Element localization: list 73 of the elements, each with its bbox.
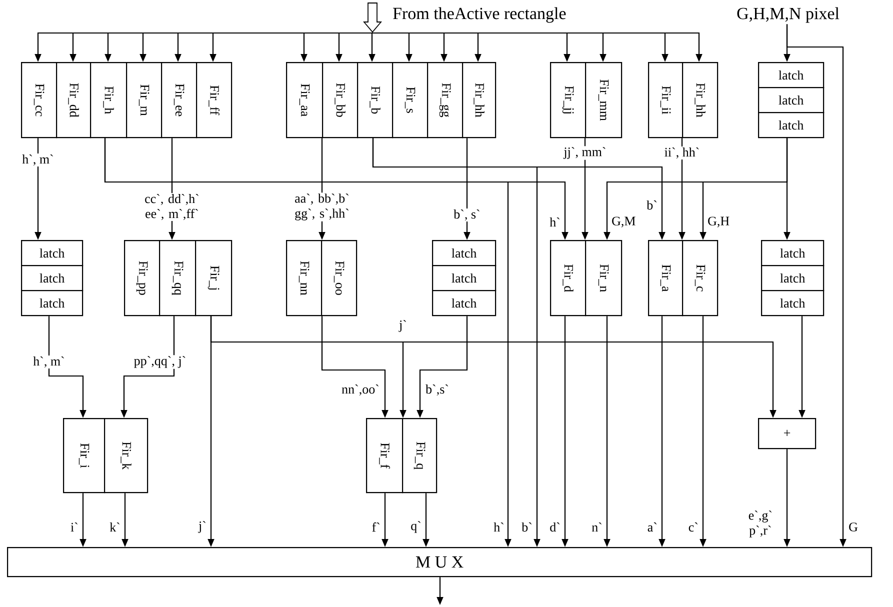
latch-box: latch bbox=[761, 240, 824, 266]
latch-box: latch bbox=[21, 290, 84, 316]
filter-box: Fir_aa bbox=[286, 62, 324, 138]
edge-label: b`,s` bbox=[424, 383, 450, 397]
filter-box: Fir_gg bbox=[427, 62, 464, 138]
filter-box: Fir_n bbox=[585, 240, 622, 316]
filter-box: Fir_f bbox=[366, 418, 404, 494]
edge-label: q` bbox=[410, 520, 422, 534]
edge-label: G,M bbox=[610, 216, 637, 228]
latch-box: latch bbox=[21, 240, 84, 266]
filter-box: Fir_nn bbox=[286, 240, 322, 316]
mux-bar: M U X bbox=[7, 547, 872, 578]
edge-label: d` bbox=[548, 521, 562, 533]
edge-label: b`, s` bbox=[452, 208, 482, 222]
filter-box: Fir_s bbox=[392, 62, 428, 138]
edge-label: f` bbox=[370, 521, 382, 533]
filter-box: Fir_c bbox=[682, 240, 718, 316]
filter-box: Fir_ii bbox=[648, 62, 684, 138]
edge-label: aa`, bb`,b` gg`, s`,hh` bbox=[285, 192, 359, 222]
source-label: G,H,M,N pixel bbox=[737, 7, 840, 23]
edge-label: h` bbox=[492, 521, 506, 533]
latch-box: latch bbox=[432, 240, 496, 266]
filter-box: Fir_bb bbox=[322, 62, 358, 138]
edge-label: j` bbox=[198, 520, 208, 534]
filter-box: Fir_mm bbox=[585, 62, 622, 138]
filter-box: Fir_oo bbox=[321, 240, 358, 316]
latch-box: latch bbox=[758, 62, 824, 88]
filter-box: Fir_i bbox=[63, 418, 106, 494]
latch-box: latch bbox=[758, 87, 824, 114]
filter-box: Fir_d bbox=[550, 240, 586, 316]
edge-label: a` bbox=[646, 521, 658, 533]
edge-label: n` bbox=[590, 521, 604, 533]
filter-box: Fir_h bbox=[90, 62, 128, 138]
latch-box: latch bbox=[758, 112, 824, 138]
latch-box: latch bbox=[432, 290, 496, 316]
edge-label: h`, m` bbox=[32, 355, 66, 369]
edge-label: h`, m` bbox=[21, 153, 55, 167]
filter-box: Fir_m bbox=[126, 62, 162, 138]
edge-label: h` bbox=[548, 216, 562, 228]
filter-box: Fir_hh bbox=[462, 62, 496, 138]
filter-box: Fir_dd bbox=[56, 62, 92, 138]
edge-label: e`,g` p`,r` bbox=[738, 510, 782, 538]
edge-label: G bbox=[848, 522, 859, 532]
filter-box: Fir_hh bbox=[682, 62, 718, 138]
filter-box: Fir_ff bbox=[196, 62, 232, 138]
filter-box: Fir_j bbox=[195, 240, 232, 316]
edge-label: jj`, mm` bbox=[562, 146, 608, 160]
filter-box: Fir_q bbox=[402, 418, 438, 494]
edge-label: k` bbox=[108, 521, 122, 533]
edge-label: b` bbox=[520, 521, 534, 533]
latch-box: latch bbox=[761, 290, 824, 316]
edge-label: i` bbox=[70, 521, 80, 533]
edge-label: cc`, dd`,h` ee`, m`,ff` bbox=[135, 192, 209, 222]
filter-box: Fir_a bbox=[648, 240, 684, 316]
edge-label: b` bbox=[646, 199, 658, 211]
filter-box: Fir_qq bbox=[159, 240, 196, 316]
source-label: From theActive rectangle bbox=[393, 7, 566, 23]
edge-label: ii`, hh` bbox=[663, 146, 701, 160]
filter-box: Fir_k bbox=[104, 418, 148, 494]
filter-box: Fir_cc bbox=[21, 62, 58, 138]
filter-box: Fir_b bbox=[357, 62, 394, 138]
filter-box: Fir_jj bbox=[550, 62, 586, 138]
latch-box: latch bbox=[761, 265, 824, 292]
filter-box: Fir_ee bbox=[161, 62, 198, 138]
edge-label: c` bbox=[687, 521, 700, 533]
latch-box: latch bbox=[432, 265, 496, 292]
latch-box: + bbox=[758, 418, 816, 450]
edge-label: G,H bbox=[706, 216, 731, 228]
latch-box: latch bbox=[21, 265, 84, 292]
edge-label: nn`,oo` bbox=[340, 383, 380, 397]
edge-label: j` bbox=[398, 319, 408, 333]
edge-label: pp`,qq`, j` bbox=[132, 355, 188, 369]
filter-box: Fir_pp bbox=[124, 240, 160, 316]
